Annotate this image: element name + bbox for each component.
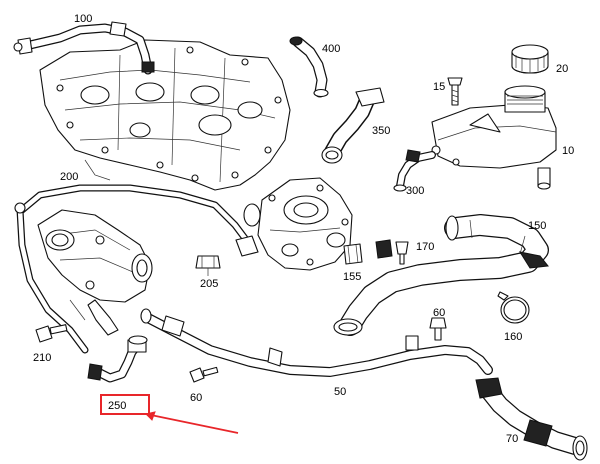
highlight-arrowhead bbox=[145, 411, 156, 421]
callout-10: 10 bbox=[562, 145, 574, 157]
hose-300[interactable] bbox=[393, 149, 436, 192]
clamp-205[interactable] bbox=[195, 255, 221, 276]
callout-150: 150 bbox=[528, 220, 546, 232]
reservoir-cap-20[interactable] bbox=[511, 44, 549, 74]
highlight-arrow bbox=[145, 413, 239, 434]
tube-200[interactable] bbox=[14, 184, 259, 354]
callout-200: 200 bbox=[60, 171, 78, 183]
callout-300: 300 bbox=[406, 185, 424, 197]
callout-50: 50 bbox=[334, 386, 346, 398]
engine-block bbox=[39, 39, 291, 191]
clamp-ring-160[interactable] bbox=[497, 291, 530, 324]
callout-70: 70 bbox=[506, 433, 518, 445]
callout-350: 350 bbox=[372, 125, 390, 137]
hose-100[interactable] bbox=[13, 21, 155, 75]
callout-60b: 60 bbox=[190, 392, 202, 404]
callout-60a: 60 bbox=[433, 307, 445, 319]
callout-155: 155 bbox=[343, 271, 361, 283]
hose-70[interactable] bbox=[475, 377, 588, 461]
pipe-350[interactable] bbox=[321, 87, 385, 164]
bolt-60-right[interactable] bbox=[429, 317, 447, 341]
hose-150[interactable] bbox=[333, 214, 549, 336]
pipe-50[interactable] bbox=[140, 308, 493, 377]
callout-15: 15 bbox=[433, 81, 445, 93]
hose-250[interactable] bbox=[87, 335, 148, 383]
highlight-box bbox=[100, 394, 150, 415]
expansion-tank-10[interactable] bbox=[431, 85, 557, 190]
egr-module bbox=[37, 209, 153, 336]
callout-100: 100 bbox=[74, 13, 92, 25]
clamp-155[interactable] bbox=[343, 243, 363, 265]
highlight-250: 250 bbox=[100, 394, 239, 434]
callout-160: 160 bbox=[504, 331, 522, 343]
bolt-15[interactable] bbox=[447, 77, 463, 106]
clip-170[interactable] bbox=[375, 239, 409, 265]
callout-labels: 100 400 20 15 350 10 300 200 150 170 155… bbox=[33, 13, 574, 445]
callout-170: 170 bbox=[416, 241, 434, 253]
callout-210: 210 bbox=[33, 352, 51, 364]
callout-400: 400 bbox=[322, 43, 340, 55]
bolt-210[interactable] bbox=[35, 324, 68, 343]
callout-250: 250 bbox=[108, 400, 126, 412]
hose-400[interactable] bbox=[289, 36, 329, 98]
callout-20: 20 bbox=[556, 63, 568, 75]
callout-205: 205 bbox=[200, 278, 218, 290]
bolt-60-lower[interactable] bbox=[189, 366, 219, 383]
water-pump-housing bbox=[243, 177, 353, 271]
